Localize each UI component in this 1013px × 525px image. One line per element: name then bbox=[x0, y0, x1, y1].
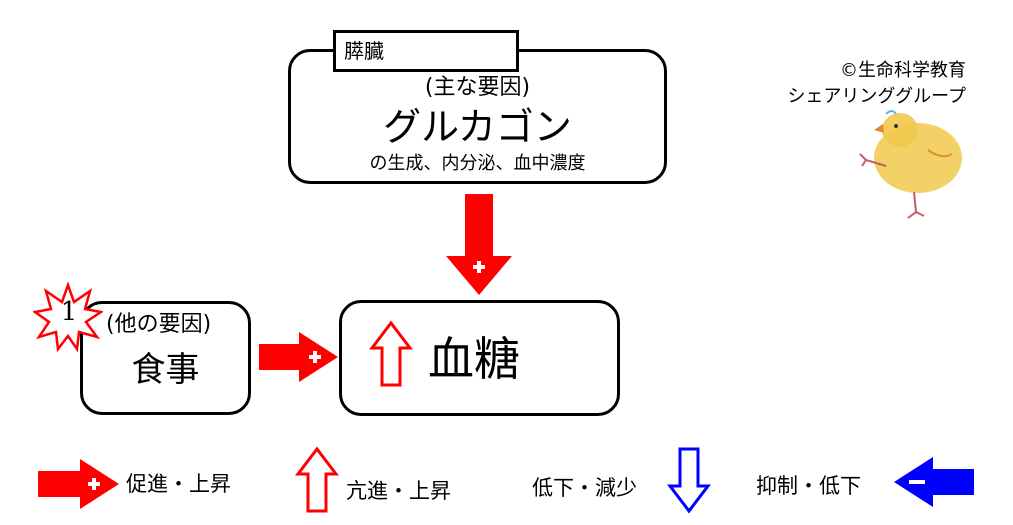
legend-promote-arrow-icon bbox=[38, 459, 119, 509]
copyright-line-2: シェアリンググループ bbox=[787, 86, 966, 107]
meal-box bbox=[80, 301, 251, 415]
legend-inhibit-arrow-icon bbox=[894, 457, 974, 507]
red-plus-arrow-icon bbox=[446, 194, 512, 295]
copyright-line-1: ©生命科学教育 bbox=[840, 60, 966, 81]
legend-decrease-label: 低下・減少 bbox=[532, 476, 637, 500]
glucagon-description: の生成、内分泌、血中濃度 bbox=[369, 153, 586, 174]
pancreas-tab: 膵臓 bbox=[333, 30, 519, 72]
burst-number: 1 bbox=[60, 297, 78, 327]
legend-enhance-label: 亢進・上昇 bbox=[346, 479, 451, 503]
other-factor-label: (他の要因) bbox=[106, 312, 212, 337]
legend-inhibit-label: 抑制・低下 bbox=[756, 474, 861, 498]
glucose-label: 血糖 bbox=[428, 332, 520, 386]
red-burst-icon bbox=[33, 282, 103, 352]
red-outline-up-arrow-icon bbox=[369, 320, 413, 387]
legend-promote-label: 促進・上昇 bbox=[126, 472, 231, 496]
meal-label: 食事 bbox=[131, 350, 200, 390]
main-factor-label: (主な要因) bbox=[424, 75, 531, 100]
copyright-text: ©生命科学教育 シェアリンググループ bbox=[700, 58, 966, 110]
chick-mascot-icon bbox=[859, 110, 962, 219]
legend-enhance-arrow-icon bbox=[295, 446, 339, 513]
glucagon-label: グルカゴン bbox=[383, 105, 572, 149]
red-plus-arrow-icon bbox=[259, 332, 338, 382]
legend-decrease-arrow-icon bbox=[667, 447, 711, 514]
